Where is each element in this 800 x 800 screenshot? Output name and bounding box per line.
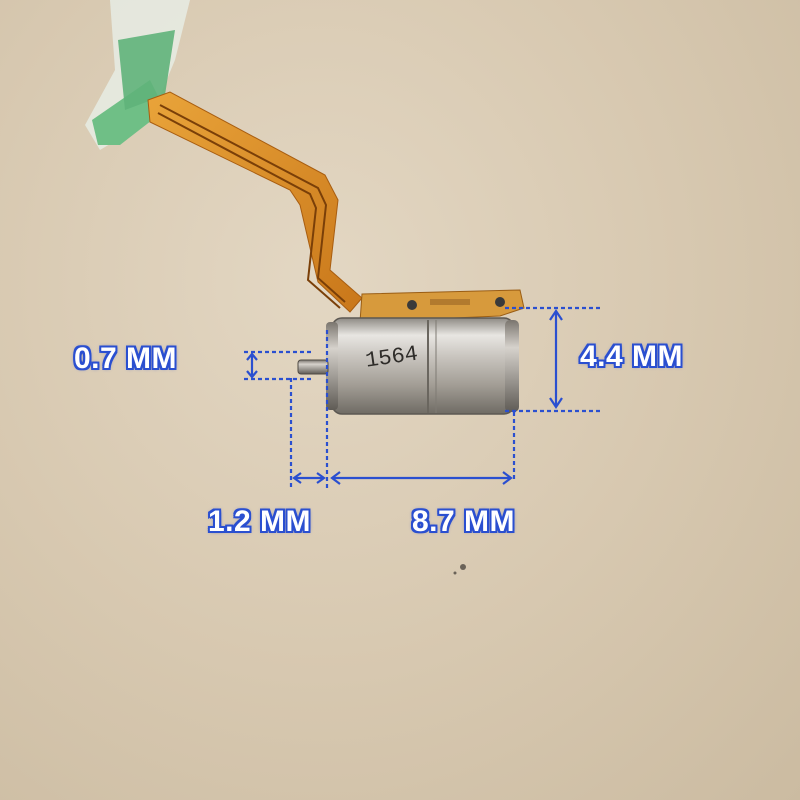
stepper-motor: 1564 (297, 317, 519, 415)
dimension-lines (244, 306, 600, 490)
shaft-length-label: 1.2 MM (208, 505, 312, 538)
body-length-label: 8.7 MM (412, 505, 516, 538)
shaft-diameter-label: 0.7 MM (74, 342, 178, 375)
debris-dot (460, 564, 466, 570)
tape-strip (85, 0, 190, 150)
debris-dot (453, 571, 457, 575)
mount-plate (359, 289, 525, 323)
body-diameter-label: 4.4 MM (580, 340, 684, 373)
flex-cable (147, 91, 363, 313)
